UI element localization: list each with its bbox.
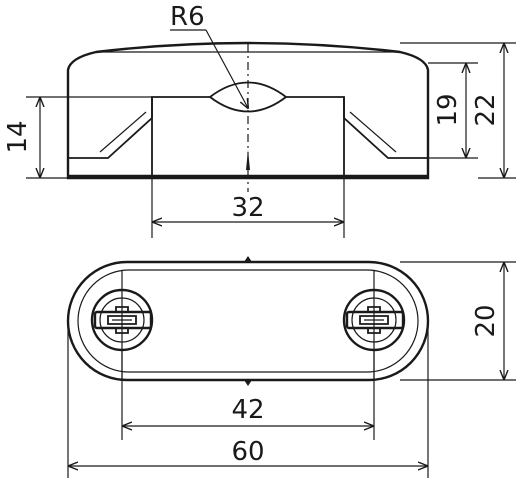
- top-view-center-mark-bottom: [244, 380, 252, 386]
- width-20-label: 20: [471, 304, 501, 337]
- top-view-center-mark-top: [244, 256, 252, 262]
- dimension-height-14: 14: [3, 96, 152, 179]
- radius-label: R6: [170, 2, 205, 32]
- base-width-label: 32: [231, 193, 264, 223]
- dimension-height-19: 19: [428, 62, 478, 159]
- dimension-overall-length: 60: [67, 322, 429, 478]
- side-view-body-outline: [66, 41, 430, 180]
- dimension-screw-spacing: 42: [121, 350, 375, 440]
- screw-spacing-label: 42: [231, 395, 264, 425]
- overall-length-label: 60: [231, 437, 264, 467]
- top-view-inner-outline: [77, 269, 419, 373]
- height-22-label: 22: [471, 93, 501, 126]
- height-19-label: 19: [433, 93, 463, 126]
- dimension-base-width: 32: [151, 178, 345, 238]
- height-14-label: 14: [3, 120, 33, 153]
- side-view: [66, 41, 430, 192]
- phillips-cross-icon: [107, 306, 137, 334]
- dimension-height-22: 22: [400, 42, 516, 179]
- radius-callout: R6: [170, 2, 248, 108]
- side-view-cavity-inner: [99, 111, 397, 153]
- screw-left: [90, 288, 154, 352]
- dimension-width-20: 20: [400, 261, 516, 381]
- phillips-cross-icon: [359, 306, 389, 334]
